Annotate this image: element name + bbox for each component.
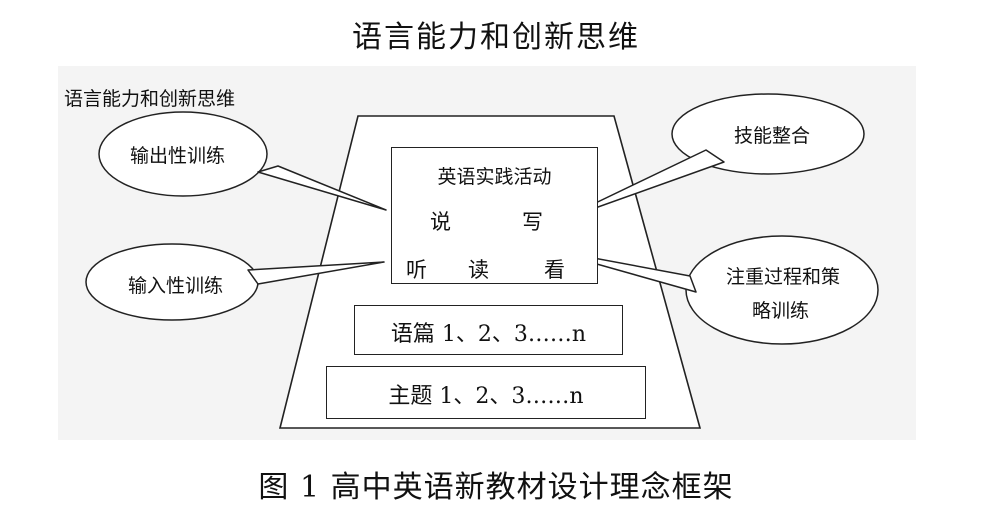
pointer-output-training xyxy=(257,165,387,211)
page-title: 语言能力和创新思维 xyxy=(352,20,640,55)
practice-box-title: 英语实践活动 xyxy=(437,166,552,188)
pointer-input-training xyxy=(247,261,385,285)
discourse-box-label: 语篇 1、2、3……n xyxy=(390,322,587,347)
skill-listen: 听 xyxy=(406,258,427,282)
bubble-process-strategy xyxy=(685,235,879,345)
bubble-process-strategy-line2: 略训练 xyxy=(752,300,810,322)
skill-read: 读 xyxy=(468,258,489,282)
practice-activities-box: 英语实践活动 说 写 听 读 看 xyxy=(391,147,598,284)
theme-box: 主题 1、2、3……n xyxy=(326,366,646,419)
bubble-input-training-label: 输入性训练 xyxy=(128,275,224,297)
pointer-skill-integration xyxy=(555,149,725,223)
bubble-skill-integration xyxy=(671,93,865,175)
figure-caption: 图 1 高中英语新教材设计理念框架 xyxy=(258,470,734,505)
bubble-output-training xyxy=(98,111,268,197)
theme-box-label: 主题 1、2、3……n xyxy=(388,384,584,409)
skill-speak: 说 xyxy=(430,210,451,234)
bubble-process-strategy-line1: 注重过程和策 xyxy=(726,266,841,288)
bubble-skill-integration-label: 技能整合 xyxy=(734,125,811,147)
discourse-box: 语篇 1、2、3……n xyxy=(354,305,623,355)
bubble-output-training-label: 输出性训练 xyxy=(130,145,226,167)
corner-label: 语言能力和创新思维 xyxy=(64,88,236,110)
skill-view: 看 xyxy=(544,258,565,282)
skill-write: 写 xyxy=(522,210,543,234)
